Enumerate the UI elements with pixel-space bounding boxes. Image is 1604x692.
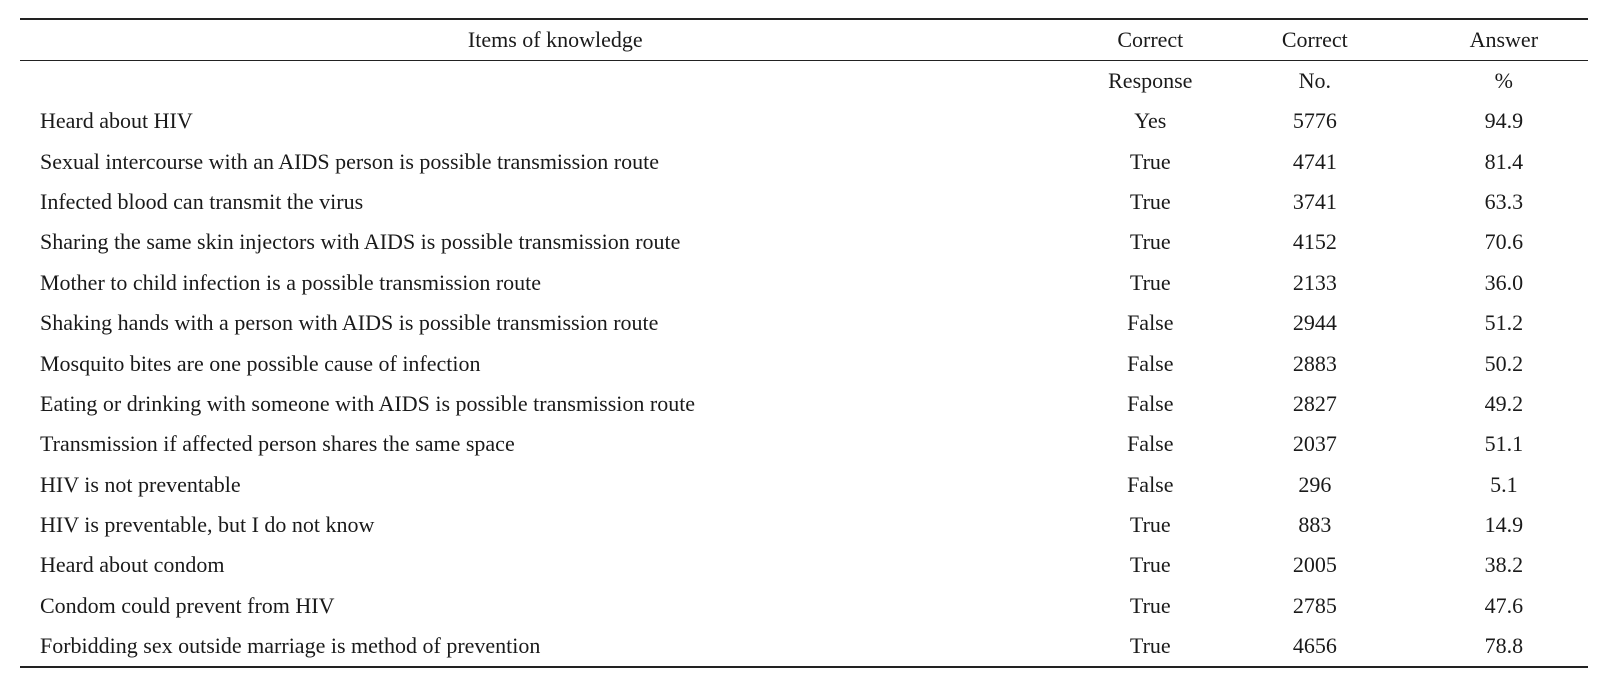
row-correct-no: 296 <box>1298 471 1332 497</box>
row-answer-pct: 94.9 <box>1484 108 1524 134</box>
row-item-text: Heard about HIV <box>40 108 193 134</box>
header-row-top: Items of knowledge Correct Correct Answe… <box>20 18 1588 61</box>
row-answer-pct: 14.9 <box>1484 512 1524 538</box>
row-correct-response: True <box>1129 148 1171 174</box>
row-correct-no: 2883 <box>1292 350 1337 376</box>
knowledge-table-container: Items of knowledge Correct Correct Answe… <box>20 18 1588 669</box>
table-row: HIV is preventable, but I do not know Tr… <box>20 505 1588 545</box>
row-item-text: Infected blood can transmit the virus <box>40 188 364 214</box>
row-item-text: Condom could prevent from HIV <box>40 592 335 618</box>
row-answer-pct: 81.4 <box>1484 148 1524 174</box>
table-row: Transmission if affected person shares t… <box>20 424 1588 464</box>
row-correct-no: 4152 <box>1292 229 1337 255</box>
row-answer-pct: 38.2 <box>1484 552 1524 578</box>
row-answer-pct: 51.1 <box>1484 431 1524 457</box>
row-item-text: HIV is not preventable <box>40 471 241 497</box>
row-correct-no: 3741 <box>1292 188 1337 214</box>
row-item-text: Mosquito bites are one possible cause of… <box>40 350 481 376</box>
row-answer-pct: 47.6 <box>1484 592 1524 618</box>
table-row: Sexual intercourse with an AIDS person i… <box>20 141 1588 181</box>
header-correct-response-bottom: Response <box>1108 68 1193 93</box>
row-answer-pct: 63.3 <box>1484 188 1524 214</box>
row-item-text: Forbidding sex outside marriage is metho… <box>20 626 1091 669</box>
row-correct-no: 4656 <box>1210 626 1420 669</box>
row-answer-pct: 36.0 <box>1484 269 1524 295</box>
row-item-text: Sexual intercourse with an AIDS person i… <box>40 148 659 174</box>
table-header: Items of knowledge Correct Correct Answe… <box>20 18 1588 102</box>
header-correct-no-bottom: No. <box>1298 68 1331 93</box>
header-correct-no-top: Correct <box>1210 18 1420 61</box>
row-correct-response: False <box>1127 310 1174 336</box>
table-row: Shaking hands with a person with AIDS is… <box>20 303 1588 343</box>
row-item-text: HIV is preventable, but I do not know <box>40 512 375 538</box>
row-correct-response: True <box>1129 592 1171 618</box>
header-row-sub: Response No. % <box>20 61 1588 102</box>
header-items-of-knowledge: Items of knowledge <box>20 18 1091 61</box>
row-item-text: Heard about condom <box>40 552 225 578</box>
row-correct-response: True <box>1129 229 1171 255</box>
row-item-text: Shaking hands with a person with AIDS is… <box>40 310 659 336</box>
row-correct-no: 883 <box>1298 512 1332 538</box>
header-correct-response-top: Correct <box>1090 18 1210 61</box>
row-correct-response: True <box>1129 269 1171 295</box>
row-answer-pct: 78.8 <box>1419 626 1588 669</box>
row-item-text: Transmission if affected person shares t… <box>40 431 515 457</box>
row-correct-no: 2827 <box>1292 390 1337 416</box>
row-correct-response: True <box>1090 626 1210 669</box>
row-correct-response: True <box>1129 188 1171 214</box>
row-answer-pct: 49.2 <box>1484 390 1524 416</box>
table-row: Mosquito bites are one possible cause of… <box>20 343 1588 383</box>
row-correct-no: 2005 <box>1292 552 1337 578</box>
header-answer-pct-bottom: % <box>1494 68 1513 93</box>
row-answer-pct: 70.6 <box>1484 229 1524 255</box>
row-answer-pct: 5.1 <box>1490 471 1518 497</box>
row-correct-response: True <box>1129 512 1171 538</box>
row-correct-no: 2944 <box>1292 310 1337 336</box>
table-row: Sharing the same skin injectors with AID… <box>20 222 1588 262</box>
table-row: Condom could prevent from HIV True 2785 … <box>20 586 1588 626</box>
row-correct-no: 2785 <box>1292 592 1337 618</box>
row-correct-no: 5776 <box>1292 108 1337 134</box>
table-row: Mother to child infection is a possible … <box>20 263 1588 303</box>
row-item-text: Mother to child infection is a possible … <box>40 269 542 295</box>
row-correct-no: 2133 <box>1292 269 1337 295</box>
row-answer-pct: 50.2 <box>1484 350 1524 376</box>
table-row: Eating or drinking with someone with AID… <box>20 384 1588 424</box>
row-correct-response: False <box>1127 431 1174 457</box>
table-row: Heard about HIV Yes 5776 94.9 <box>20 101 1588 141</box>
row-correct-no: 2037 <box>1292 431 1337 457</box>
row-correct-response: False <box>1127 390 1174 416</box>
row-item-text: Eating or drinking with someone with AID… <box>40 390 696 416</box>
header-answer-pct-top: Answer <box>1419 18 1588 61</box>
row-correct-no: 4741 <box>1292 148 1337 174</box>
row-item-text: Sharing the same skin injectors with AID… <box>40 229 681 255</box>
header-items-blank <box>20 61 1091 102</box>
row-correct-response: True <box>1129 552 1171 578</box>
row-correct-response: False <box>1127 350 1174 376</box>
table-row: Forbidding sex outside marriage is metho… <box>20 626 1588 669</box>
table-row: HIV is not preventable False 296 5.1 <box>20 465 1588 505</box>
table-row: Heard about condom True 2005 38.2 <box>20 545 1588 585</box>
knowledge-table: Items of knowledge Correct Correct Answe… <box>20 18 1588 669</box>
table-row: Infected blood can transmit the virus Tr… <box>20 182 1588 222</box>
row-correct-response: Yes <box>1134 108 1167 134</box>
row-correct-response: False <box>1127 471 1174 497</box>
row-answer-pct: 51.2 <box>1484 310 1524 336</box>
table-body: Heard about HIV Yes 5776 94.9 Sexual int… <box>20 101 1588 669</box>
